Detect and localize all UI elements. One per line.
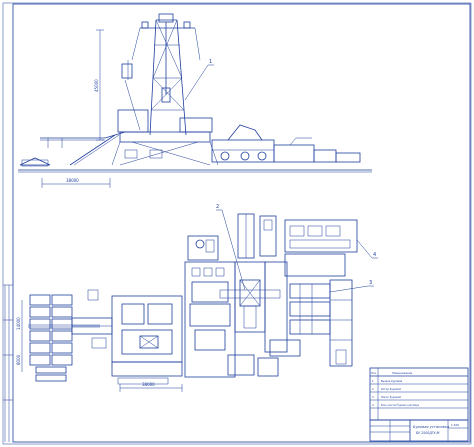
svg-text:2: 2 [216,204,219,210]
side-view: 45000 1 [18,13,372,188]
plan-rig-floor [111,295,183,385]
plan-width-dimensions: 14000 8000 [16,300,23,372]
callout-1: 1 [184,59,214,101]
spec-table: Поз. Наименование 1 Вышка буровая 2 Рото… [369,367,469,421]
catwalk-ramp [19,131,126,167]
callout-3: 3 [329,280,374,293]
plan-mud-pumps [259,215,331,357]
spec-row-no: 2 [372,387,374,391]
callout-4: 4 [356,239,378,259]
plan-view: 14000 8000 38000 [16,204,378,392]
sheet-scale: 1:100 [451,423,459,427]
spec-row-no: 3 [372,395,374,399]
spec-header-no: Поз. [371,371,377,375]
callout-2: 2 [216,204,246,291]
height-dimension-label: 45000 [94,79,99,92]
svg-text:1: 1 [209,59,212,65]
left-margin-strip [3,284,13,442]
spec-row-no: 1 [372,379,374,383]
spec-row-name: Насос буровой [381,395,401,399]
plan-cleaning-block [227,279,353,377]
plan-length-dimension: 38000 [119,382,183,392]
height-dimension: 45000 [94,29,104,141]
spec-row-no: 4 [372,403,374,407]
derrick-mast [121,13,201,136]
spec-row-name: Ротор буровой [381,387,401,391]
title-block: Буровая установка БУ 2500ДГУ-М 1:100 [369,419,469,442]
title-line-2: БУ 2500ДГУ-М [416,431,440,435]
svg-text:4: 4 [373,252,376,258]
pipe-rack [28,294,100,382]
svg-text:3: 3 [369,280,372,286]
plan-width-1-label: 14000 [16,317,21,330]
plan-power-module [184,235,236,378]
spec-row-name: Вышка буровая [381,379,403,383]
side-base-dimension: 38000 [41,178,111,188]
plan-width-2-label: 8000 [16,354,21,365]
spec-header-name: Наименование [392,371,413,375]
plan-catwalk [71,289,113,349]
substructure [111,109,219,166]
plan-tanks [284,219,358,277]
inner-frame [12,3,471,443]
plan-derrick-base [219,213,281,333]
pump-blocks [211,124,361,163]
side-base-label: 38000 [66,178,79,183]
plan-length-label: 38000 [142,382,155,387]
title-line-1: Буровая установка [413,425,449,429]
spec-row-name: Блок очистки бурового раствора [381,404,420,407]
